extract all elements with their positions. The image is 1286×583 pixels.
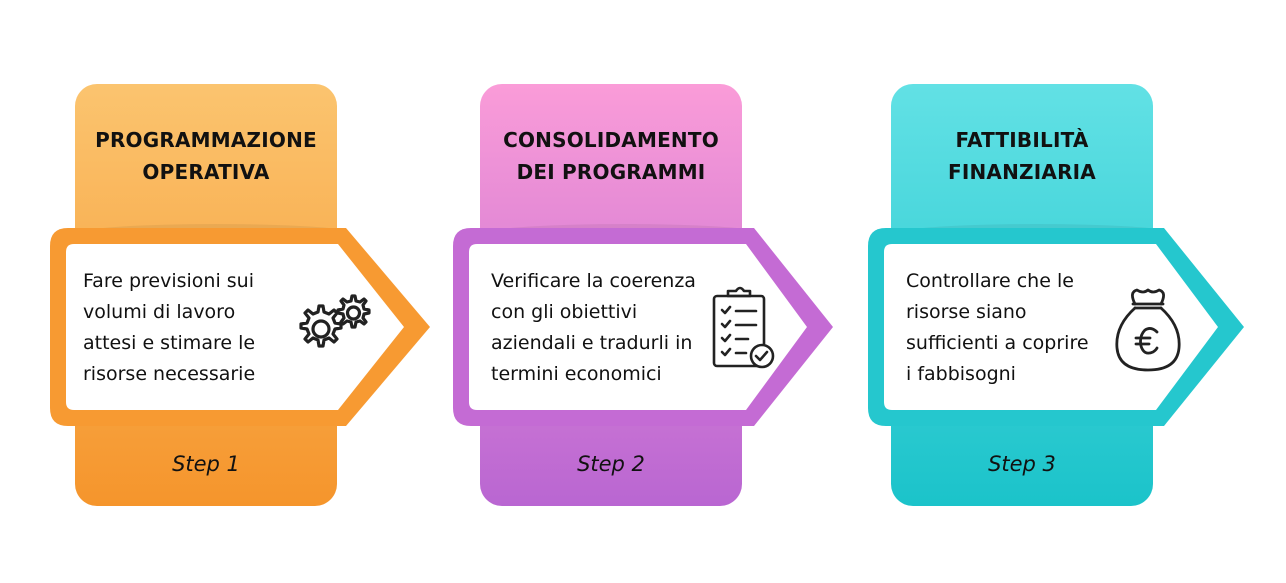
step-2-title: CONSOLIDAMENTO DEI PROGRAMMI	[480, 124, 742, 188]
step-2-label: Step 2	[577, 452, 645, 476]
step-3-title: FATTIBILITÀ FINANZIARIA	[891, 124, 1153, 188]
step-2-description-line-2: con gli obiettivi	[491, 301, 638, 323]
step-1-label: Step 1	[172, 452, 240, 476]
step-2-arrow-box	[453, 224, 833, 426]
step-1-arrow-box	[50, 224, 430, 426]
step-3-description: Controllare che le risorse siano suffici…	[906, 266, 1089, 390]
step-1-description-line-2: volumi di lavoro	[83, 301, 236, 323]
step-2-description-line-3: aziendali e tradurli in	[491, 332, 693, 354]
step-3-title-line-2: FINANZIARIA	[947, 160, 1096, 184]
gears-icon	[299, 294, 371, 348]
step-1-description-line-4: risorse necessarie	[83, 363, 256, 385]
step-3-description-line-3: sufficienti a coprire	[906, 332, 1089, 354]
step-2-title-line-2: DEI PROGRAMMI	[516, 160, 706, 184]
step-2-title-line-1: CONSOLIDAMENTO	[503, 128, 719, 152]
step-1-description-line-3: attesi e stimare le	[83, 332, 256, 354]
step-2-description-line-4: termini economici	[491, 363, 662, 385]
step-3-title-line-1: FATTIBILITÀ	[955, 128, 1089, 152]
step-3-description-line-1: Controllare che le	[906, 270, 1074, 292]
clipboard-checklist-icon	[712, 286, 775, 369]
step-2-description: Verificare la coerenza con gli obiettivi…	[491, 266, 696, 390]
step-2-description-line-1: Verificare la coerenza	[491, 270, 696, 292]
step-1-description: Fare previsioni sui volumi di lavoro att…	[83, 266, 255, 390]
step-3-label: Step 3	[988, 452, 1056, 476]
step-3-description-line-4: i fabbisogni	[906, 363, 1016, 385]
step-1-description-line-1: Fare previsioni sui	[83, 270, 254, 292]
step-1-title-line-1: PROGRAMMAZIONE	[95, 128, 317, 152]
step-1-title-line-2: OPERATIVA	[142, 160, 270, 184]
euro-money-bag-icon	[1115, 288, 1181, 372]
step-1-title: PROGRAMMAZIONE OPERATIVA	[75, 124, 337, 188]
step-3-description-line-2: risorse siano	[906, 301, 1027, 323]
